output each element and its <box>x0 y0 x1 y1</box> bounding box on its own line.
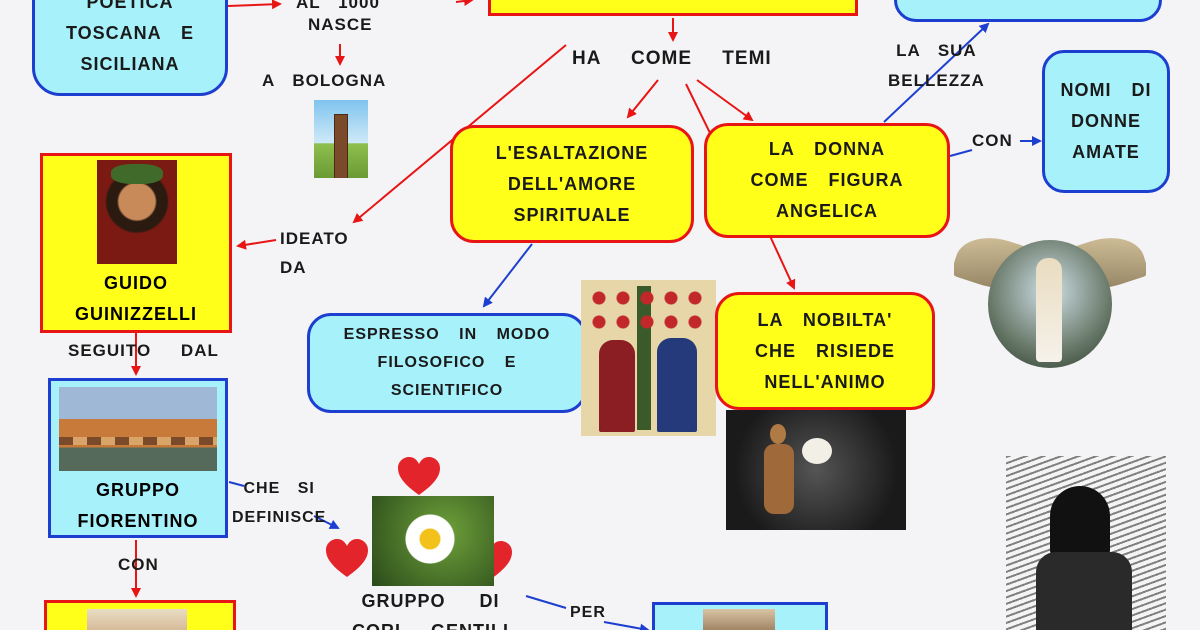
engraving-figure-head <box>1050 486 1110 560</box>
line-donna-con <box>949 149 973 157</box>
daisy-flower <box>402 514 458 564</box>
arrow-top-title <box>455 0 474 6</box>
node-donna-angelica: LA DONNA COME FIGURA ANGELICA <box>704 123 950 238</box>
node-espresso-line3: SCIENTIFICO <box>390 382 504 399</box>
node-nobilta-line2: CHE RISIEDE <box>754 340 896 361</box>
medieval-couple-illustration <box>581 280 716 436</box>
node-espresso-line1: ESPRESSO IN MODO <box>343 326 551 343</box>
label-la-sua: LA SUA <box>896 41 977 60</box>
node-cori-gentili: GRUPPO DI CORI GENTILI <box>352 586 509 630</box>
label-bellezza: BELLEZZA <box>888 71 985 90</box>
heart-icon-left <box>326 539 368 577</box>
label-che-si-definisce: CHE SI DEFINISCE <box>232 474 326 532</box>
label-con-nomi: CON <box>972 131 1013 150</box>
mannequin-rose-photo <box>726 410 906 530</box>
line-temi-donna <box>685 83 711 134</box>
figure-man <box>599 340 635 432</box>
arrow-per-box <box>603 621 650 630</box>
poet-engraving <box>1006 456 1166 630</box>
label-con-bottom: CON <box>118 555 159 574</box>
node-nobilta: LA NOBILTA' CHE RISIEDE NELL'ANIMO <box>715 292 935 410</box>
node-poetica: POETICA TOSCANA E SICILIANA <box>32 0 228 96</box>
engraving-figure-body <box>1036 552 1132 630</box>
node-title <box>488 0 858 16</box>
label-ideato: IDEATO <box>280 229 349 248</box>
arrow-esaltazione-espresso <box>482 243 533 308</box>
white-rose <box>802 438 832 464</box>
label-che-si: CHE SI <box>243 480 315 497</box>
node-cori-line1: GRUPPO DI <box>361 591 500 611</box>
line-cori-per <box>525 595 567 609</box>
heart-icon-top <box>398 457 440 495</box>
node-fiorentino-line2: FIORENTINO <box>77 511 199 531</box>
arrow-temi-esaltazione <box>626 79 659 119</box>
label-per: PER <box>570 604 606 621</box>
mannequin-head <box>770 424 786 444</box>
node-poetica-line2: TOSCANA E <box>65 22 194 43</box>
node-dante <box>44 600 236 630</box>
node-donna-line2: COME FIGURA <box>750 170 904 190</box>
tower-shape <box>334 114 348 178</box>
node-nobilta-line3: NELL'ANIMO <box>764 371 886 392</box>
guinizzelli-portrait <box>97 160 177 264</box>
node-nomi-line1: NOMI DI <box>1060 80 1152 100</box>
node-esaltazione-line2: DELL'AMORE <box>507 173 637 194</box>
label-a-bologna: A BOLOGNA <box>262 71 387 90</box>
node-nobilta-line1: LA NOBILTA' <box>757 309 893 330</box>
label-definisce: DEFINISCE <box>232 509 327 526</box>
node-espresso: ESPRESSO IN MODO FILOSOFICO E SCIENTIFIC… <box>307 313 587 413</box>
angel-illustration <box>954 232 1146 372</box>
daisy-photo <box>372 496 494 586</box>
node-nomi-donne: NOMI DI DONNE AMATE <box>1042 50 1170 193</box>
arrow-temi-donna <box>696 79 754 122</box>
ponte-vecchio-photo <box>59 387 217 471</box>
arrow-donna-nobilta <box>769 235 796 290</box>
node-poetica-line1: POETICA <box>86 0 174 12</box>
arrow-poetica-al1000 <box>227 0 282 10</box>
laurel-wreath-icon <box>111 164 163 184</box>
arrow-ideato-guinizzelli <box>236 239 277 250</box>
node-esaltazione-line1: L'ESALTAZIONE <box>495 142 649 163</box>
angel-figure <box>1036 258 1062 362</box>
node-fiorentino-line1: GRUPPO <box>95 480 180 500</box>
node-donna-line1: LA DONNA <box>768 139 886 159</box>
node-nomi-line2: DONNE <box>1070 111 1141 131</box>
label-da: DA <box>280 258 307 277</box>
label-ha-come-temi: HA COME TEMI <box>572 48 772 69</box>
arrow-definisce-cori <box>313 515 340 529</box>
label-ideato-da: IDEATO DA <box>280 224 349 282</box>
label-al-1000: AL 1000 <box>296 0 380 12</box>
node-guinizzelli-line1: GUIDO <box>103 273 168 293</box>
label-nasce: NASCE <box>308 15 373 34</box>
node-top-right <box>894 0 1162 22</box>
tower-icon <box>314 100 368 178</box>
label-seguito-dal: SEGUITO DAL <box>68 341 219 360</box>
node-fiorentino: GRUPPO FIORENTINO <box>48 378 228 538</box>
line-fiorentino-definisce <box>228 481 245 487</box>
roses-pattern <box>587 286 709 336</box>
node-fiorentino-text: GRUPPO FIORENTINO <box>51 475 225 537</box>
node-guinizzelli-text: GUIDO GUINIZZELLI <box>43 268 229 330</box>
landscape-photo <box>703 609 775 630</box>
mannequin-body <box>764 444 794 514</box>
node-poetica-line3: SICILIANA <box>80 53 180 74</box>
node-guinizzelli-line2: GUINIZZELLI <box>75 304 197 324</box>
node-nomi-line3: AMATE <box>1072 142 1140 162</box>
node-esaltazione-line3: SPIRITUALE <box>513 204 631 225</box>
node-espresso-line2: FILOSOFICO E <box>377 354 517 371</box>
label-la-sua-bellezza: LA SUA BELLEZZA <box>888 36 985 96</box>
figure-woman <box>657 338 697 432</box>
dante-portrait <box>87 609 187 630</box>
node-bottom-box <box>652 602 828 630</box>
node-cori-line2: CORI GENTILI <box>352 616 509 630</box>
bridge-arches <box>59 437 217 445</box>
node-esaltazione: L'ESALTAZIONE DELL'AMORE SPIRITUALE <box>450 125 694 243</box>
arrow-donna-bellezza <box>883 22 990 123</box>
node-guinizzelli: GUIDO GUINIZZELLI <box>40 153 232 333</box>
node-donna-line3: ANGELICA <box>776 201 878 221</box>
